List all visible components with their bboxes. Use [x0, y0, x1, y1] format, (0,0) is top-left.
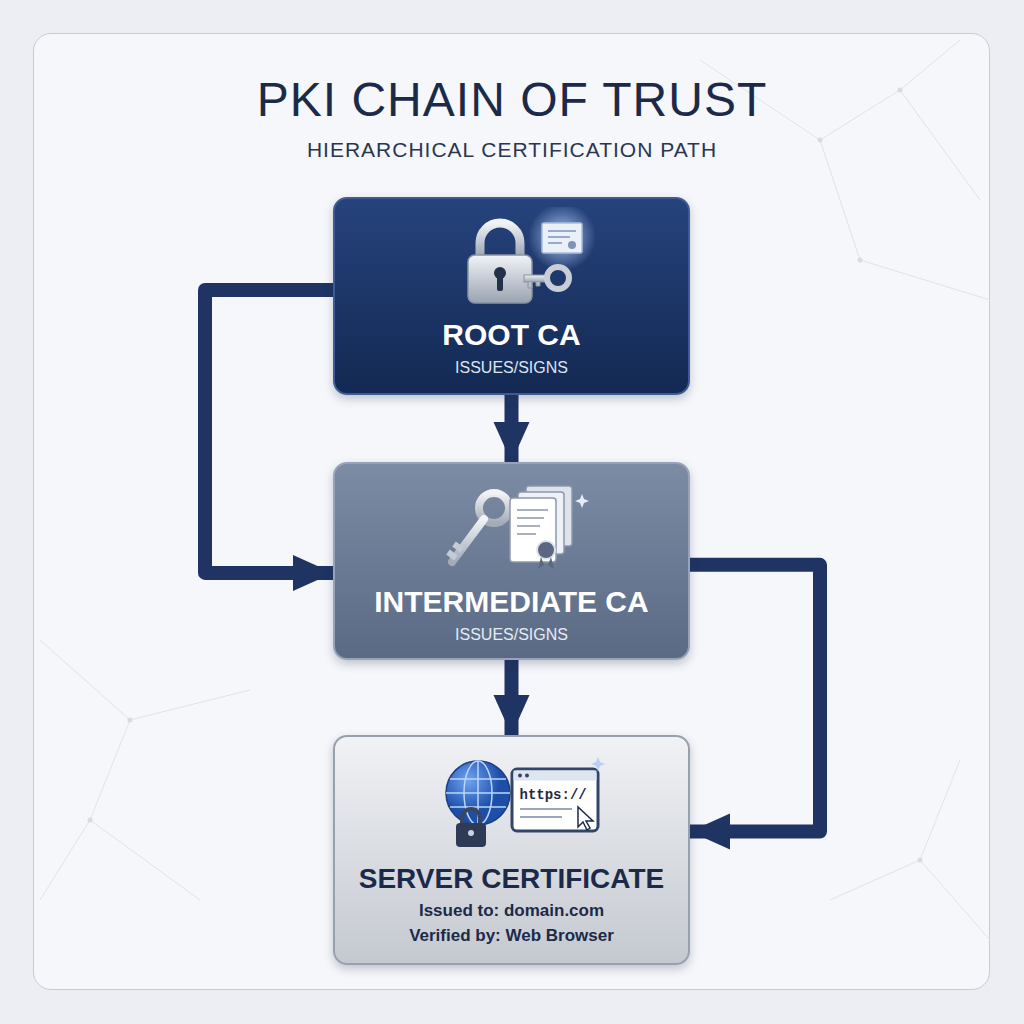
- node-subtext: Verified by: Web Browser: [409, 925, 614, 947]
- root-ca-box: ROOT CA ISSUES/SIGNS: [333, 197, 690, 395]
- key-documents-icon: [412, 472, 612, 582]
- browser-url: https://: [520, 787, 587, 803]
- node-subtext: ISSUES/SIGNS: [455, 625, 568, 646]
- diagram-subtitle: HIERARCHICAL CERTIFICATION PATH: [0, 138, 1024, 162]
- trust-arrow: [505, 660, 519, 735]
- node-heading: INTERMEDIATE CA: [374, 582, 648, 621]
- trust-arrow: [690, 565, 820, 832]
- node-heading: ROOT CA: [442, 315, 580, 354]
- node-heading: SERVER CERTIFICATE: [359, 861, 664, 897]
- lock-key-icon: [412, 207, 612, 317]
- diagram-title: PKI CHAIN OF TRUST: [0, 72, 1024, 127]
- trust-arrow: [505, 395, 519, 462]
- node-subtext: ISSUES/SIGNS: [455, 358, 568, 379]
- server-certificate-box: SERVER CERTIFICATE Issued to: domain.comV…: [333, 735, 690, 965]
- node-subtext: Issued to: domain.com: [419, 900, 604, 922]
- trust-arrow: [205, 290, 333, 573]
- intermediate-ca-box: INTERMEDIATE CA ISSUES/SIGNS: [333, 462, 690, 660]
